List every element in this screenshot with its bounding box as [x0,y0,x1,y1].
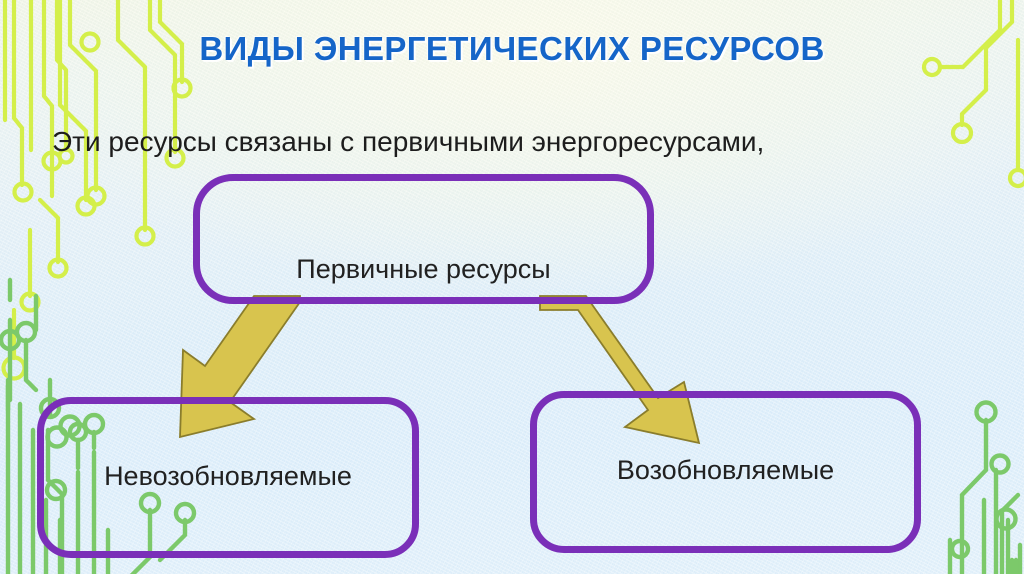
slide-subtitle: Эти ресурсы связаны с первичными энергор… [52,126,765,157]
diagram-node-renewable-label: Возобновляемые [616,454,835,485]
top-left-circuit-nodes-icon [1,31,193,381]
bottom-right-circuit-nodes-icon [949,400,1018,560]
diagram-node-nonrenewable-label: Невозобновляемые [104,461,352,491]
diagram-node-renewable[interactable]: Возобновляемые [530,391,921,553]
top-right-circuit-nodes-icon [921,56,1024,189]
top-right-circuit-icon [937,0,1021,173]
diagram-node-primary-resources[interactable]: Первичные ресурсы [193,174,654,304]
diagram-node-nonrenewable[interactable]: Невозобновляемые [37,397,419,558]
diagram-node-primary-resources-label: Первичные ресурсы [296,254,551,284]
bottom-right-circuit-icon [947,417,1023,574]
page-title: ВИДЫ ЭНЕРГЕТИЧЕСКИХ РЕСУРСОВ [199,30,825,67]
